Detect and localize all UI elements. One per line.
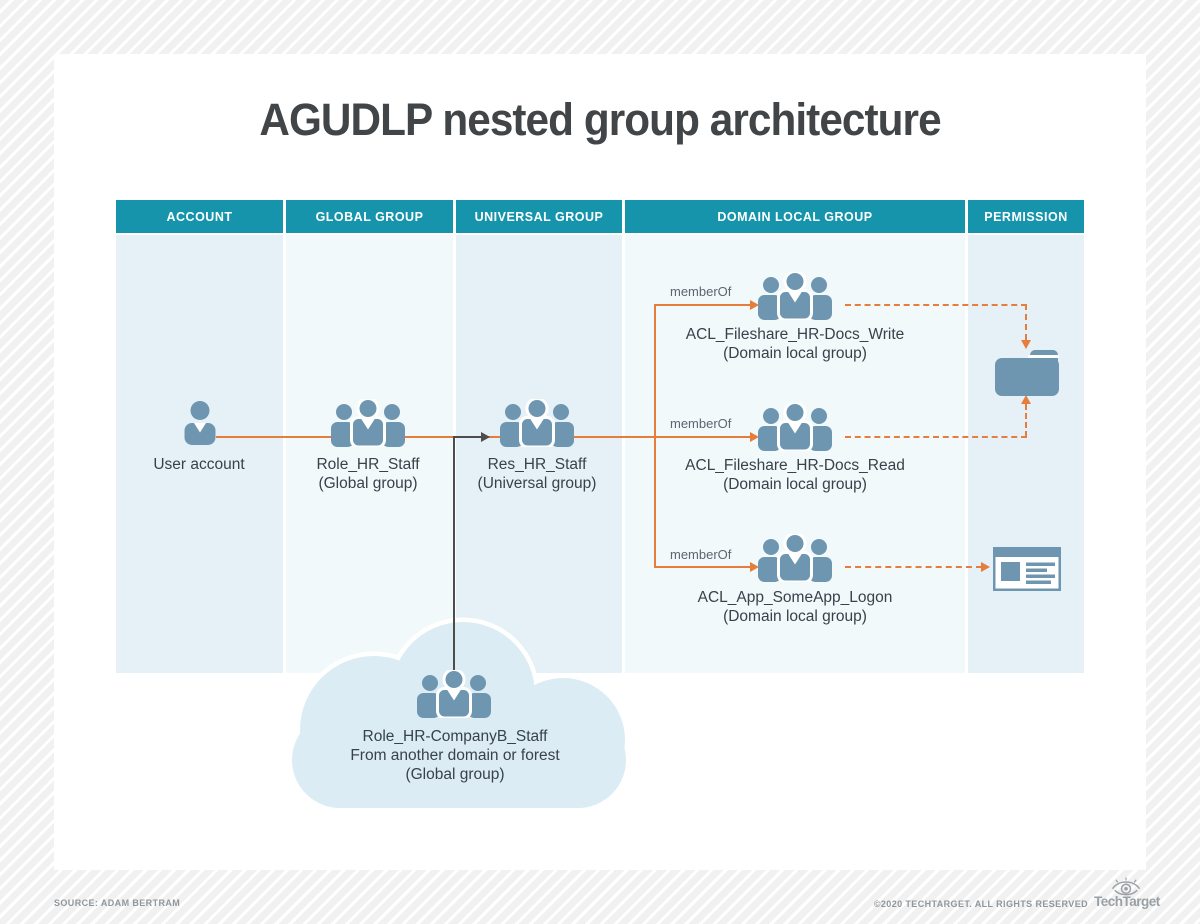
dl-write-group-icon [757, 272, 833, 320]
dl-write-type: (Domain local group) [723, 345, 867, 362]
page-title: AGUDLP nested group architecture [259, 94, 941, 145]
member-of-label-read: memberOf [670, 416, 732, 431]
dl-logon-name: ACL_App_SomeApp_Logon [697, 589, 893, 606]
user-account-label: User account [153, 456, 245, 473]
source-credit: SOURCE: ADAM BERTRAM [54, 898, 181, 908]
cloud-shape [287, 617, 631, 812]
global-group-type: (Global group) [318, 475, 418, 492]
column-body-account [116, 235, 283, 673]
copyright-text: ©2020 TECHTARGET. ALL RIGHTS RESERVED [873, 899, 1088, 909]
universal-group-name: Res_HR_Staff [487, 456, 587, 473]
dl-write-label: ACL_Fileshare_HR-Docs_Write (Domain loca… [665, 325, 925, 363]
dl-logon-type: (Domain local group) [723, 608, 867, 625]
edge-cloud-to-universal [453, 436, 482, 438]
column-header-domain-local-group: DOMAIN LOCAL GROUP [625, 200, 965, 233]
cloud-group-origin: From another domain or forest [350, 747, 560, 764]
column-body-global-group [286, 235, 453, 673]
dl-logon-label: ACL_App_SomeApp_Logon (Domain local grou… [665, 588, 925, 626]
dl-read-name: ACL_Fileshare_HR-Docs_Read [685, 457, 905, 474]
cloud-group-icon [416, 670, 492, 718]
arrowhead-folder-down [1021, 340, 1031, 349]
edge-read-to-folder-v [1025, 404, 1027, 437]
universal-group-type: (Universal group) [477, 475, 597, 492]
edge-write-to-folder-h [845, 304, 1027, 306]
techtarget-logo-text: TechTarget [1094, 894, 1160, 909]
global-group-icon [330, 399, 406, 447]
dl-read-type: (Domain local group) [723, 476, 867, 493]
cloud-group-type: (Global group) [405, 766, 505, 783]
cloud-group-name: Role_HR-CompanyB_Staff [362, 728, 548, 745]
column-header-universal-group: UNIVERSAL GROUP [456, 200, 622, 233]
column-body-universal-group [456, 235, 622, 673]
dl-logon-group-icon [757, 534, 833, 582]
edge-logon-to-app [845, 566, 982, 568]
global-group-name: Role_HR_Staff [316, 456, 420, 473]
arrowhead-read [750, 432, 759, 442]
universal-group-icon [499, 399, 575, 447]
dl-read-label: ACL_Fileshare_HR-Docs_Read (Domain local… [665, 456, 925, 494]
edge-global-to-universal [404, 436, 500, 438]
edge-read-to-folder-h [845, 436, 1027, 438]
arrowhead-write [750, 300, 759, 310]
folder-icon [995, 350, 1059, 396]
edge-user-to-global [216, 436, 333, 438]
column-header-account: ACCOUNT [116, 200, 283, 233]
member-of-label-logon: memberOf [670, 547, 732, 562]
column-header-global-group: GLOBAL GROUP [286, 200, 453, 233]
column-body-permission [968, 235, 1084, 673]
universal-group-label: Res_HR_Staff (Universal group) [447, 455, 627, 493]
dl-write-name: ACL_Fileshare_HR-Docs_Write [685, 326, 905, 343]
edge-cloud-vertical [453, 436, 455, 672]
global-group-label: Role_HR_Staff (Global group) [288, 455, 448, 493]
application-window-icon [993, 547, 1061, 591]
arrowhead-cloud [481, 432, 490, 442]
edge-write-to-folder-v [1025, 304, 1027, 340]
edge-branch-write [654, 304, 752, 306]
dl-read-group-icon [757, 403, 833, 451]
arrowhead-folder-up [1021, 395, 1031, 404]
edge-trunk-vertical [654, 304, 656, 568]
arrowhead-app [981, 562, 990, 572]
column-header-permission: PERMISSION [968, 200, 1084, 233]
member-of-label-write: memberOf [670, 284, 732, 299]
arrowhead-logon [750, 562, 759, 572]
edge-branch-logon [654, 566, 752, 568]
cloud-group-label: Role_HR-CompanyB_Staff From another doma… [305, 727, 605, 784]
edge-universal-to-read [574, 436, 752, 438]
user-icon [183, 401, 217, 445]
